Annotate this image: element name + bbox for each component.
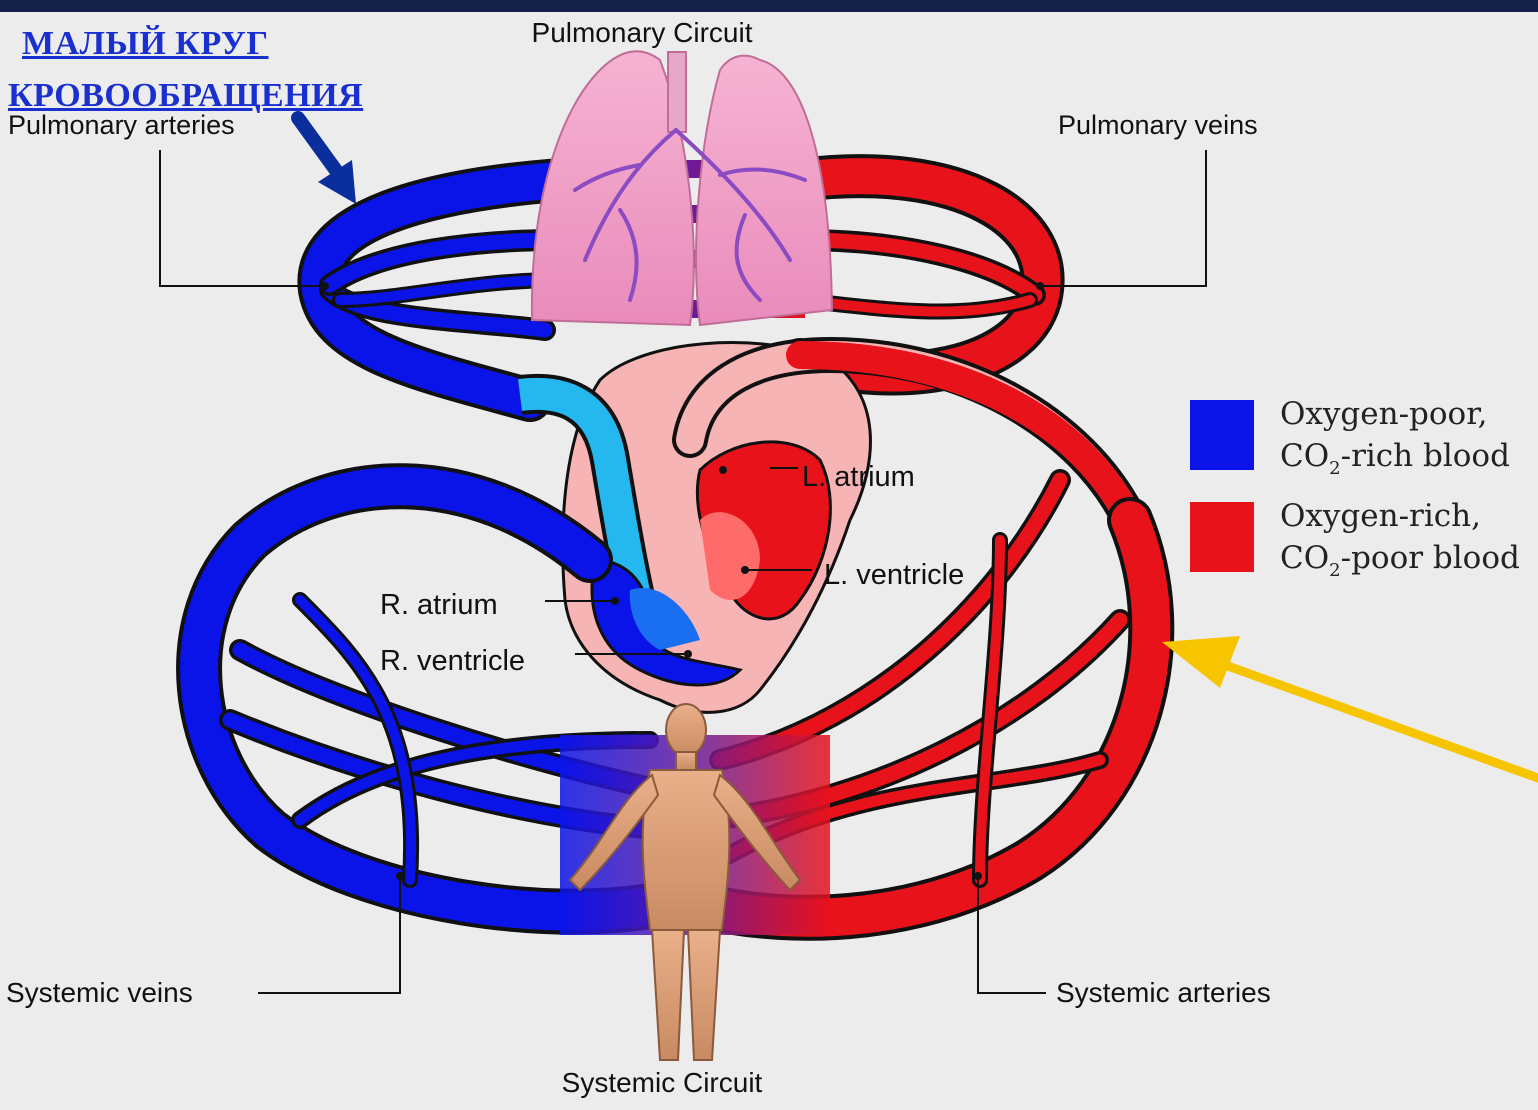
legend-oxygen-poor-line1: Oxygen-poor, [1280, 396, 1487, 432]
slide-title-line2: КРОВООБРАЩЕНИЯ [8, 70, 363, 122]
slide-title-link[interactable]: МАЛЫЙ КРУГ КРОВООБРАЩЕНИЯ [8, 18, 363, 122]
legend-oxygen-poor-line2: CO2-rich blood [1280, 438, 1510, 479]
legend-swatch-oxygen-rich [1190, 502, 1254, 572]
r-ventricle-label: R. ventricle [380, 645, 525, 677]
systemic-arteries-label: Systemic arteries [1056, 977, 1271, 1008]
pulmonary-circuit-label: Pulmonary Circuit [532, 17, 753, 48]
legend-oxygen-rich-line1: Oxygen-rich, [1280, 498, 1481, 534]
slide-title-line1: МАЛЫЙ КРУГ [8, 18, 363, 70]
r-atrium-label: R. atrium [380, 589, 498, 621]
legend-oxygen-rich-line2: CO2-poor blood [1280, 540, 1520, 581]
l-atrium-label: L. atrium [802, 461, 915, 493]
systemic-circuit-label: Systemic Circuit [562, 1067, 763, 1098]
pulmonary-veins-label: Pulmonary veins [1058, 110, 1258, 140]
legend-swatch-oxygen-poor [1190, 400, 1254, 470]
l-ventricle-label: L. ventricle [824, 559, 964, 591]
systemic-veins-label: Systemic veins [6, 977, 193, 1008]
